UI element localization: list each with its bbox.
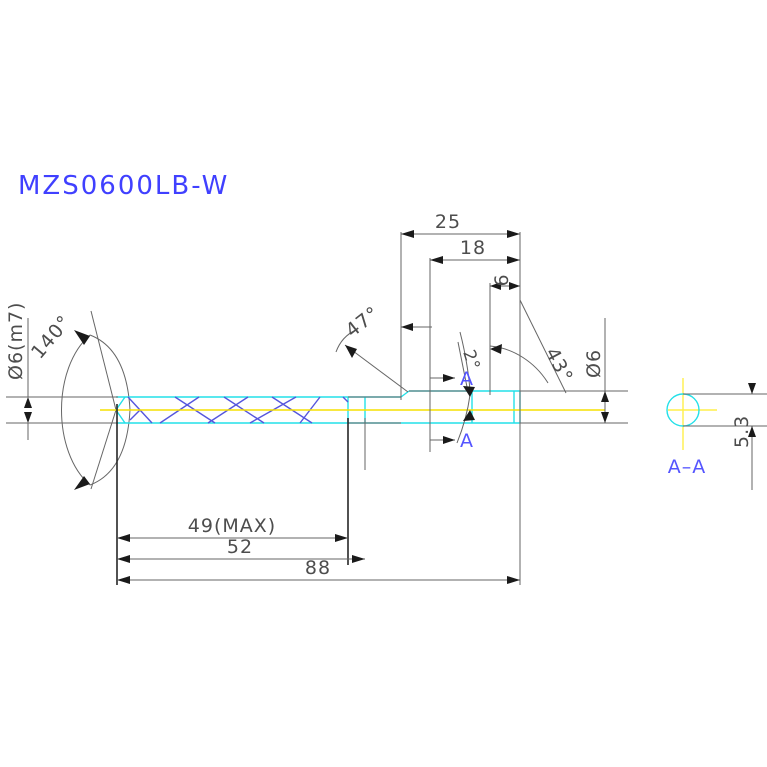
- dimension-53-text: 5.3: [731, 415, 753, 448]
- tip-diameter-dimension: Ø6: [583, 318, 609, 423]
- extension-lines: [116, 232, 521, 585]
- dimension-52: 52: [117, 536, 365, 563]
- tip-diameter-text: Ø6: [583, 349, 605, 378]
- drawing-title: MZS0600LB-W: [18, 171, 229, 201]
- dimension-18: 18: [430, 237, 520, 264]
- dimension-52-text: 52: [227, 536, 253, 558]
- dimension-49max: 49(MAX): [117, 515, 348, 542]
- angle-47-text: 47°: [342, 302, 384, 342]
- section-view-aa: A–A: [666, 378, 767, 478]
- dimension-6-text: 6: [491, 273, 513, 286]
- dimension-88-text: 88: [305, 557, 331, 579]
- dimension-49max-text: 49(MAX): [188, 515, 276, 537]
- section-marker-top-label: A: [460, 368, 474, 390]
- section-marker-bottom: A: [430, 430, 474, 452]
- tool-silhouette-gray: [6, 390, 628, 424]
- dimension-53: 5.3: [731, 383, 756, 490]
- shank-diameter-text: Ø6(m7): [5, 302, 27, 380]
- dimension-6: 6: [490, 273, 520, 290]
- angle-47-dimension: 47°: [335, 302, 432, 393]
- dimension-25: 25: [401, 211, 520, 238]
- angle-43-dimension: 43°: [489, 299, 577, 394]
- point-angle-dimension: 140°: [27, 310, 131, 490]
- section-view-label: A–A: [668, 456, 707, 478]
- point-angle-text: 140°: [27, 311, 76, 363]
- section-marker-bottom-label: A: [460, 430, 474, 452]
- dimension-88: 88: [117, 557, 520, 584]
- section-marker-top: A: [430, 368, 474, 390]
- tool-body-outline: [115, 390, 521, 424]
- dimension-25-text: 25: [435, 211, 461, 233]
- dimension-18-text: 18: [460, 237, 486, 259]
